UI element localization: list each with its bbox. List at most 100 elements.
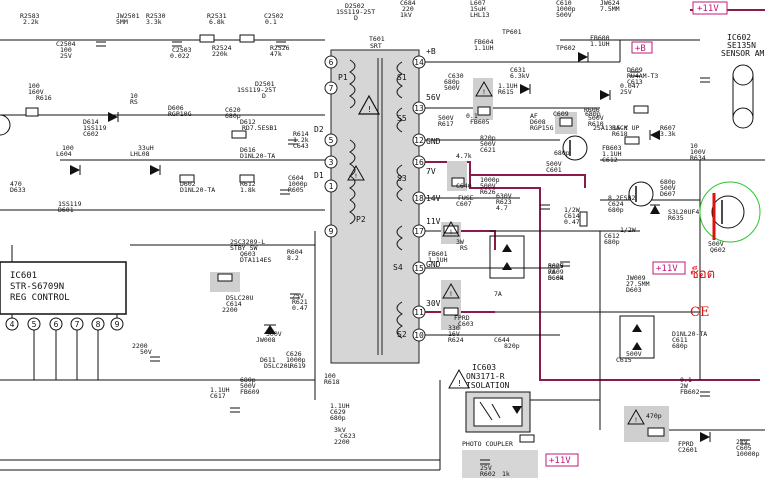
component-label: RS <box>460 244 468 252</box>
svg-text:!: ! <box>449 228 453 236</box>
component-label: C2504 <box>56 40 76 48</box>
component-label: 1000p <box>288 180 308 188</box>
component-label: C610 <box>556 0 572 7</box>
transistor-symbols <box>0 114 761 243</box>
component-label: 2SA1315-Y <box>593 124 628 132</box>
component-label: Q602 <box>710 246 726 254</box>
ic603-block: IC603 ON3171-R ISOLATION PHOTO COUPLER ! <box>448 363 538 478</box>
component-label: JW2501 <box>116 12 140 20</box>
component-label: D <box>354 14 358 22</box>
component-label: 100 <box>324 372 336 380</box>
component-label: R634 <box>690 154 706 162</box>
component-label: 8.2ESB2 <box>608 194 635 202</box>
component-label: 25V <box>60 52 72 60</box>
component-label: R626 <box>480 188 496 196</box>
component-label: C614 <box>564 212 580 220</box>
component-label: D608 <box>530 118 546 126</box>
component-label: R618 <box>612 130 628 138</box>
component-label: R624 <box>448 336 464 344</box>
component-label: C613 <box>627 78 643 86</box>
component-label: FB603 <box>602 144 622 152</box>
component-label: 680p <box>585 110 601 118</box>
component-label: 10000p <box>736 450 760 458</box>
component-label: 1kV <box>400 11 412 19</box>
ic601-desc: REG CONTROL <box>10 293 70 303</box>
pin-15: 15 <box>414 264 424 273</box>
pin-9: 9 <box>329 227 334 236</box>
component-label: R2524 <box>212 44 232 52</box>
ic602-block: IC602 SE135N SENSOR AMP <box>721 33 765 129</box>
svg-text:!: ! <box>457 379 462 388</box>
component-label: 2SC3209-L <box>230 238 265 246</box>
component-label: 1.1UH <box>330 402 350 410</box>
component-label: C615 <box>616 356 632 364</box>
component-label: AF <box>530 112 538 120</box>
ic601-block: IC601 STR-S6709N REG CONTROL 4 5 6 7 8 9 <box>0 261 127 331</box>
tag-plus11v-top: +11V <box>697 4 719 14</box>
component-label: 5MM <box>116 18 128 26</box>
component-label: C631 <box>510 66 526 74</box>
component-label: JW009 <box>626 274 646 282</box>
tag-plus11v-bottom: +11V <box>549 456 571 466</box>
component-label: DTA114ES <box>240 256 271 264</box>
component-label: C2601 <box>678 446 698 454</box>
component-label: R612 <box>240 180 256 188</box>
component-label: 2W <box>680 382 688 390</box>
component-label: FB605 <box>470 118 490 126</box>
t601-type: SRT <box>370 42 382 50</box>
component-label: R623 <box>496 198 512 206</box>
component-label: 500V <box>556 11 572 19</box>
component-label: R2531 <box>207 12 227 20</box>
pin-17: 17 <box>414 227 424 236</box>
component-label: C2503 <box>172 46 192 54</box>
ic602-ref: IC602 <box>727 33 751 42</box>
component-label: 25V <box>480 464 492 472</box>
component-label: 1k <box>502 470 510 478</box>
component-label: FB602 <box>680 388 700 396</box>
component-label: RU4AM-T3 <box>627 72 658 80</box>
component-label: R614 <box>293 130 309 138</box>
component-label: 1SS119 <box>58 200 82 208</box>
ic601-pin-6: 6 <box>54 320 59 329</box>
component-label: R607 <box>660 124 676 132</box>
ic601-pin-5: 5 <box>32 320 37 329</box>
tap-gnd: GND <box>426 137 441 146</box>
component-label: C612 <box>604 232 620 240</box>
component-label: R2583 <box>20 12 40 20</box>
component-label: 0.1 <box>466 112 478 120</box>
svg-text:!: ! <box>354 172 358 180</box>
diode-symbols <box>70 52 711 442</box>
component-label: 1.1UH <box>498 82 518 90</box>
transformer-t601: T601 SRT P1 P2 S1 S5 S3 S4 S2 D2 D1 ! ! <box>314 35 441 364</box>
component-label: C643 <box>293 142 309 150</box>
component-label: FPRD <box>678 440 694 448</box>
component-label: 1.1UH <box>474 44 494 52</box>
secondary-label-s3: S3 <box>397 174 407 183</box>
component-label: RS <box>130 98 138 106</box>
component-label: S3L20UF4 <box>668 208 699 216</box>
svg-text:!: ! <box>367 105 372 114</box>
component-label: 500V <box>240 382 256 390</box>
ic603-ref: IC603 <box>472 363 496 372</box>
component-label: TP602 <box>556 44 576 52</box>
secondary-label-s1: S1 <box>397 73 407 82</box>
warning-icon: ! <box>442 282 460 299</box>
component-label: 47k <box>270 50 282 58</box>
component-label: 1/2W <box>564 206 580 214</box>
component-label: 16V <box>448 330 460 338</box>
component-label: 7.5MM <box>600 5 620 13</box>
component-label: 0.1 <box>680 376 692 384</box>
component-label: R635 <box>668 214 684 222</box>
component-label: R2530 <box>146 12 166 20</box>
component-label: 6.3kV <box>510 72 530 80</box>
component-label: R625 <box>548 262 564 270</box>
component-label: Q603 <box>240 250 256 258</box>
component-label: FPRD <box>454 314 470 322</box>
component-label: 0.022 <box>170 52 190 60</box>
component-label: C614 <box>226 300 242 308</box>
component-label: C621 <box>480 146 496 154</box>
tap-gnd-2: GND <box>426 260 441 269</box>
component-label: C623 <box>340 432 356 440</box>
component-label: 220k <box>212 50 228 58</box>
